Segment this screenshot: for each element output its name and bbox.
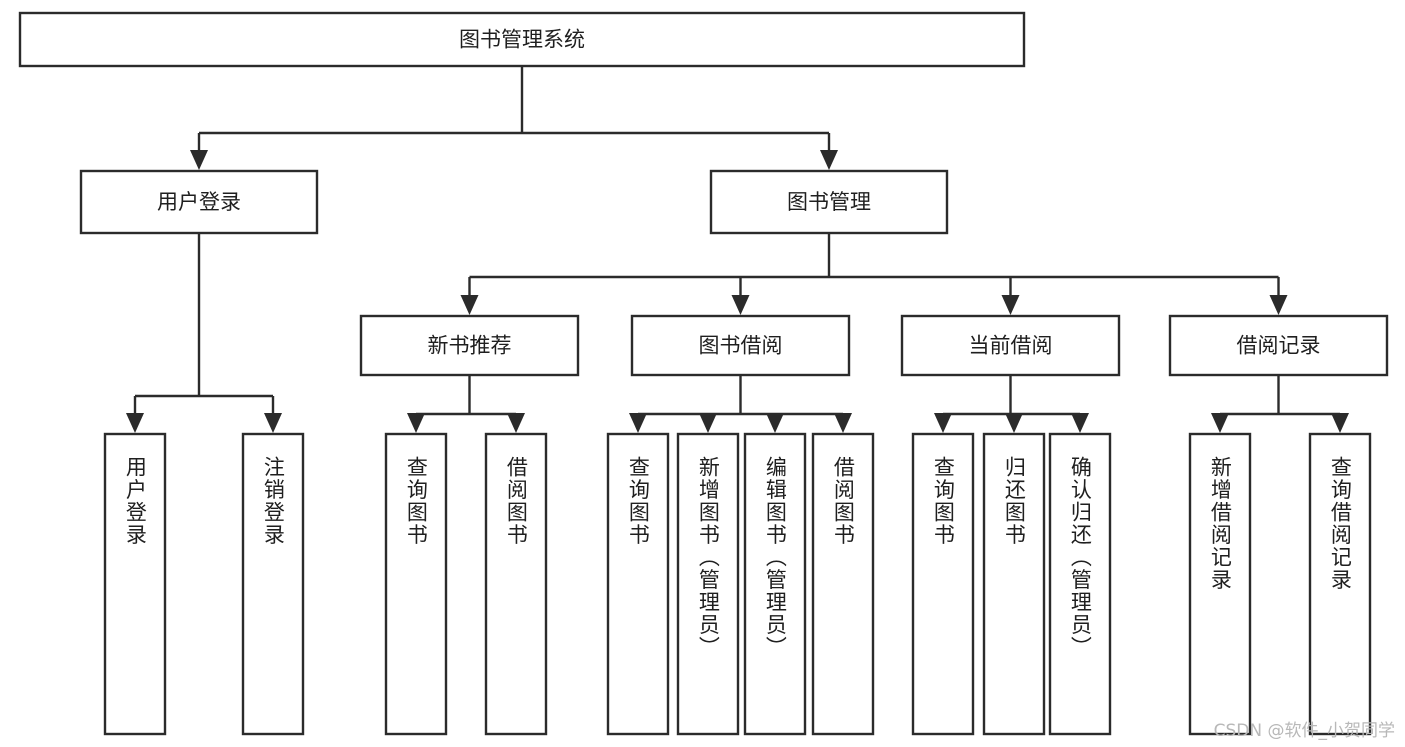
node-leaf-add-book[interactable] [676,432,740,736]
arrow-to-borrow-record [1269,295,1288,315]
arrow-to-leaf-user-logout [264,413,282,433]
arrow-to-book-borrow [731,295,750,315]
node-book-borrow-label: 图书借阅 [699,334,783,358]
node-root[interactable] [18,11,1026,68]
node-book-manage-label: 图书管理 [787,190,871,214]
node-leaf-query-book-cur[interactable] [911,432,975,736]
arrow-to-book-manage [820,150,838,170]
node-user-login-label: 用户登录 [157,190,241,214]
node-borrow-record-label: 借阅记录 [1237,334,1321,358]
node-new-book-rec[interactable] [359,314,580,377]
connectors-layer [126,66,1349,433]
arrow-to-user-login [190,150,208,170]
node-leaf-add-record[interactable] [1188,432,1252,736]
watermark: CSDN @软件_小贺同学 [1213,721,1395,741]
node-leaf-query-book[interactable] [606,432,670,736]
node-book-manage[interactable] [709,169,949,235]
arrow-to-leaf-query-book-rec [407,413,425,433]
arrow-to-current-borrow [1001,295,1020,315]
arrow-to-leaf-add-book [699,413,717,433]
node-user-login[interactable] [79,169,319,235]
arrow-to-leaf-user-login [126,413,144,433]
node-leaf-query-book-rec[interactable] [384,432,448,736]
node-leaf-edit-book[interactable] [743,432,807,736]
arrow-to-leaf-borrow-book [834,413,852,433]
node-new-book-rec-label: 新书推荐 [428,334,512,358]
node-leaf-user-logout[interactable] [241,432,305,736]
node-current-borrow-label: 当前借阅 [969,334,1053,358]
arrow-to-leaf-add-record [1211,413,1229,433]
arrow-to-new-book-rec [460,295,479,315]
arrow-to-leaf-return-book [1005,413,1023,433]
node-leaf-borrow-book-rec[interactable] [484,432,548,736]
arrow-to-leaf-query-book-cur [934,413,952,433]
node-leaf-query-record[interactable] [1308,432,1372,736]
node-root-label: 图书管理系统 [459,28,585,52]
node-book-borrow[interactable] [630,314,851,377]
arrow-to-leaf-query-record [1331,413,1349,433]
arrow-to-leaf-borrow-book-rec [507,413,525,433]
node-borrow-record[interactable] [1168,314,1389,377]
node-leaf-return-book[interactable] [982,432,1046,736]
arrow-to-leaf-edit-book [766,413,784,433]
node-current-borrow[interactable] [900,314,1121,377]
node-leaf-confirm-return[interactable] [1048,432,1112,736]
arrow-to-leaf-query-book [629,413,647,433]
arrow-to-leaf-confirm-return [1071,413,1089,433]
node-leaf-user-login[interactable] [103,432,167,736]
node-leaf-borrow-book[interactable] [811,432,875,736]
